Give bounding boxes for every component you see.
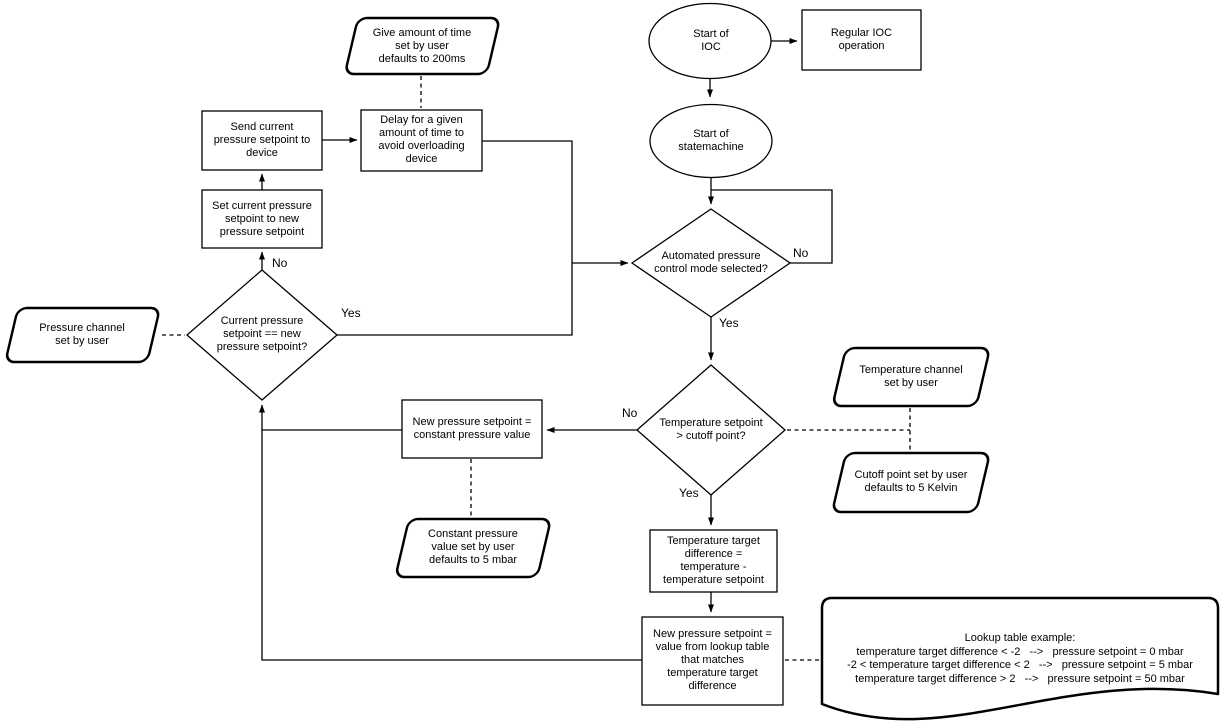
temp-cutoff-yes-label: Yes [679,486,699,500]
delay-label: Delay for a given amount of time to avoi… [378,114,465,165]
cutoff-point-shape [832,451,990,514]
regular-ioc-shape [801,9,922,71]
auto-mode-label: Automated pressure control mode selected… [654,250,768,275]
lookup-table-document-shape [820,596,1220,721]
const-value-label: Constant pressure value set by user defa… [428,528,518,566]
auto-mode-decision-shape [630,208,792,318]
set-current-shape [201,189,323,249]
regular-ioc-label: Regular IOC operation [830,27,893,52]
lookup-table-title: Lookup table example: [964,632,1076,644]
delay-shape [360,109,483,172]
lookup-table-text: Lookup table example: temperature target… [822,632,1218,686]
new-const-label: New pressure setpoint = constant pressur… [412,416,532,441]
curr-eq-new-label: Current pressure setpoint == new pressur… [216,315,308,353]
curr-eq-new-decision-shape [186,269,338,401]
lookup-table-row: temperature target difference < -2 --> p… [856,645,1184,658]
send-current-label: Send current pressure setpoint to device [213,121,311,159]
pressure-channel-shape [5,306,160,364]
edge-delay-and-yes-merge [337,140,573,336]
start-ioc-shape [648,2,772,80]
temp-channel-label: Temperature channel set by user [859,364,963,389]
temp-diff-shape [649,529,778,593]
set-current-label: Set current pressure setpoint to new pre… [212,200,312,238]
const-value-shape [395,517,551,579]
auto-mode-no-label: No [793,246,809,260]
lookup-table-row: temperature target difference > 2 --> pr… [855,672,1185,685]
edge-automode-no-loop [711,189,833,264]
pressure-channel-label: Pressure channel set by user [39,322,125,347]
temp-channel-shape [832,346,990,408]
lookup-label: New pressure setpoint = value from looku… [653,628,772,692]
new-const-shape [401,399,543,459]
start-statemachine-label: Start of statemachine [678,128,744,153]
auto-mode-yes-label: Yes [719,316,739,330]
temp-cutoff-no-label: No [622,406,638,420]
give-time-shape [345,16,500,76]
send-current-shape [201,110,323,171]
curr-eq-yes-label: Yes [341,306,361,320]
temp-cutoff-decision-shape [636,364,786,496]
temp-diff-label: Temperature target difference = temperat… [663,535,764,586]
lookup-shape [641,616,784,706]
curr-eq-no-label: No [272,256,288,270]
lookup-table-row: -2 < temperature target difference < 2 -… [847,659,1193,671]
temp-cutoff-label: Temperature setpoint > cutoff point? [659,417,763,442]
start-statemachine-shape [649,103,773,179]
cutoff-point-label: Cutoff point set by user defaults to 5 K… [854,469,968,494]
give-time-label: Give amount of time set by user defaults… [372,27,472,65]
edge-lookup-to-curreq [259,404,642,661]
start-ioc-label: Start of IOC [693,28,729,53]
